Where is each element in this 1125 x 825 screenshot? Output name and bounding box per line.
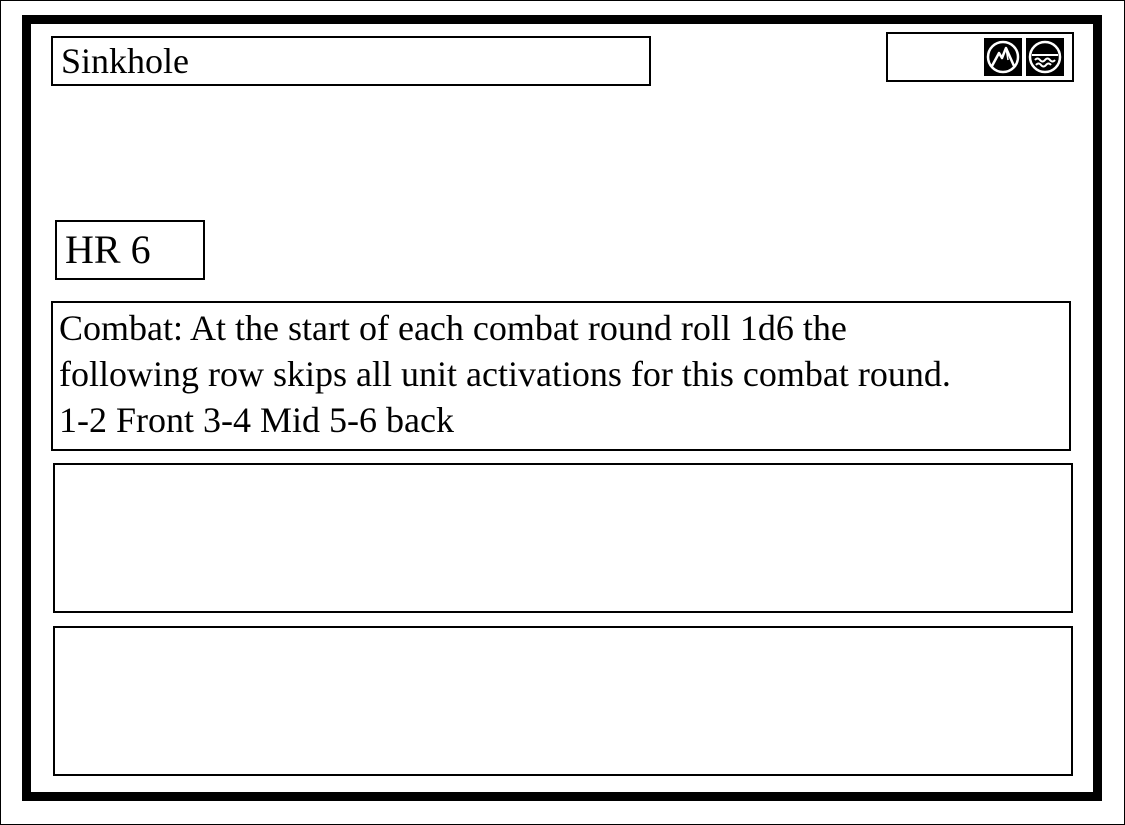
mountain-icon	[984, 38, 1022, 76]
terrain-icon-box	[886, 32, 1074, 82]
combat-rule-box: Combat: At the start of each combat roun…	[51, 301, 1071, 451]
card-title: Sinkhole	[61, 41, 190, 81]
hazard-rating: HR 6	[65, 227, 151, 272]
empty-text-box-2	[53, 626, 1073, 776]
empty-text-box-1	[53, 463, 1073, 613]
card-title-box: Sinkhole	[51, 36, 651, 86]
hazard-rating-box: HR 6	[55, 220, 205, 280]
water-icon	[1026, 38, 1064, 76]
combat-rule-text: Combat: At the start of each combat roun…	[59, 308, 951, 440]
